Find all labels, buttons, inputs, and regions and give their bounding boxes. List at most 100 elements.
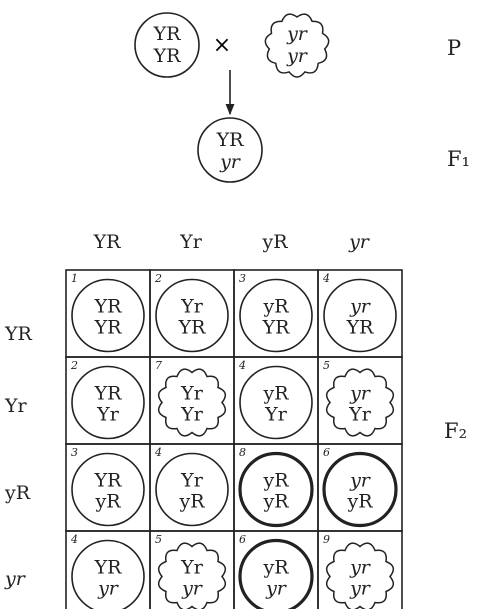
row-header: yR <box>4 482 31 504</box>
col-header: yr <box>348 231 371 253</box>
col-header: YR <box>93 231 122 253</box>
f1-top: YR <box>216 129 245 151</box>
cell-number: 3 <box>239 272 246 285</box>
round-green-seed <box>238 538 314 609</box>
cell-top: yr <box>349 383 372 405</box>
cell-bottom: Yr <box>348 404 372 426</box>
cross-symbol: × <box>213 33 231 58</box>
cell-number: 2 <box>154 272 162 285</box>
cell-bottom: YR <box>346 317 375 339</box>
cell-bottom: YR <box>262 317 291 339</box>
parent-right-top: yr <box>286 23 309 45</box>
label-p: P <box>447 36 461 60</box>
cell-number: 5 <box>155 533 162 546</box>
round-seed <box>239 365 313 440</box>
cell-bottom: Yr <box>180 404 204 426</box>
cell-number: 4 <box>322 272 330 285</box>
cell-top: YR <box>94 557 123 579</box>
row-header: Yr <box>4 395 28 417</box>
parent-left-bottom: YR <box>153 45 182 67</box>
cell-top: yR <box>262 557 289 579</box>
cell-number: 6 <box>323 446 330 459</box>
cell-number: 4 <box>70 533 78 546</box>
parent-right-bottom: yr <box>286 45 309 67</box>
cell-bottom: Yr <box>264 404 288 426</box>
cell-number: 6 <box>239 533 246 546</box>
parent-left-top: YR <box>153 23 182 45</box>
wrinkled-seed <box>157 542 227 609</box>
round-green-seed <box>238 451 314 528</box>
cell-border <box>317 530 403 609</box>
cell-bottom: yr <box>349 578 372 600</box>
cell-bottom: Yr <box>96 404 120 426</box>
cell-top: YR <box>94 470 123 492</box>
round-seed <box>155 278 229 353</box>
round-seed <box>155 452 229 527</box>
cell-top: yr <box>349 557 372 579</box>
cell-bottom: yR <box>94 491 121 513</box>
parent-right-seed: yr yr <box>264 13 330 78</box>
label-f1: F₁ <box>447 147 470 171</box>
round-seed <box>323 278 397 353</box>
cell-top: Yr <box>180 383 204 405</box>
cell-top: yr <box>349 296 372 318</box>
cell-number: 2 <box>70 359 78 372</box>
parent-left-seed: YR YR <box>134 12 200 78</box>
cell-bottom: YR <box>94 317 123 339</box>
cell-bottom: YR <box>178 317 207 339</box>
cell-bottom: yR <box>346 491 373 513</box>
cell-top: yR <box>262 296 289 318</box>
wrinkled-seed <box>157 368 227 437</box>
cell-number: 4 <box>154 446 162 459</box>
punnett-column-headers: YR Yr yR yr <box>93 231 371 253</box>
cell-bottom: yr <box>97 578 120 600</box>
label-f2: F₂ <box>444 419 467 443</box>
cell-top: Yr <box>180 557 204 579</box>
cell-top: yr <box>349 470 372 492</box>
cell-number: 9 <box>323 533 330 546</box>
cell-bottom: yr <box>265 578 288 600</box>
cell-bottom: yR <box>178 491 205 513</box>
f1-bottom: yr <box>219 151 242 173</box>
round-seed <box>239 278 313 353</box>
col-header: yR <box>261 231 288 253</box>
wrinkled-outline <box>264 13 330 78</box>
cell-top: yR <box>262 470 289 492</box>
cell-number: 3 <box>71 446 78 459</box>
cell-number: 7 <box>155 359 162 372</box>
punnett-square: 1YRYR2YrYR3yRYR4yrYR2YRYr7YrYr4yRYr5yrYr… <box>65 269 403 609</box>
cell-number: 4 <box>238 359 246 372</box>
row-header: yr <box>4 568 27 590</box>
cell-number: 5 <box>323 359 330 372</box>
f1-seed: YR yr <box>197 117 263 183</box>
row-header: YR <box>4 323 33 345</box>
wrinkled-seed <box>325 368 395 437</box>
cell-top: YR <box>94 296 123 318</box>
cell-number: 8 <box>239 446 246 459</box>
round-green-seed <box>322 451 398 528</box>
cell-top: Yr <box>180 296 204 318</box>
round-seed <box>71 278 145 353</box>
cell-top: yR <box>262 383 289 405</box>
round-seed <box>71 452 145 527</box>
round-seed <box>71 539 145 609</box>
cell-top: YR <box>94 383 123 405</box>
cell-bottom: yR <box>262 491 289 513</box>
